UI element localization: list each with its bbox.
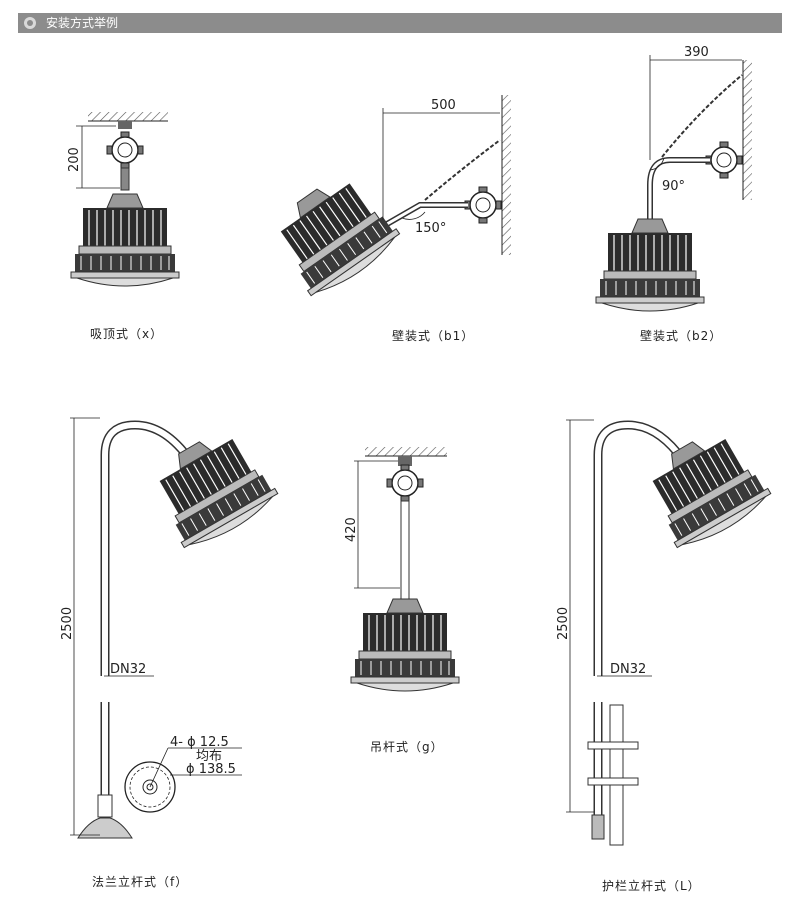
diagram-pendant-rod: 420 bbox=[344, 447, 460, 692]
section-title: 安装方式举例 bbox=[46, 16, 119, 30]
b1-angle-dim: 150° bbox=[415, 221, 446, 236]
f-dia-dim: ϕ 138.5 bbox=[186, 762, 236, 777]
b1-width-dim: 500 bbox=[431, 98, 456, 113]
b2-width-dim: 390 bbox=[684, 45, 709, 60]
diagram-wall-mount-b1: 500 150° bbox=[262, 95, 511, 303]
f-pipe-dim: DN32 bbox=[110, 662, 146, 677]
caption-wall-b1: 壁装式（b1） bbox=[392, 329, 475, 343]
L-height-dim: 2500 bbox=[556, 607, 571, 640]
g-height-dim: 420 bbox=[344, 517, 359, 542]
diagram-guardrail-pole: 2500 DN32 bbox=[556, 419, 776, 846]
caption-guardrail-pole: 护栏立杆式（L） bbox=[602, 879, 701, 893]
caption-pendant: 吊杆式（g） bbox=[370, 740, 444, 754]
f-holes-dim: 4- ϕ 12.5 bbox=[170, 735, 229, 750]
diagram-ceiling-mount: 200 bbox=[67, 112, 180, 287]
f-height-dim: 2500 bbox=[60, 607, 75, 640]
circle-bullet-icon bbox=[24, 17, 36, 29]
caption-flange-pole: 法兰立杆式（f） bbox=[92, 875, 189, 889]
diagram-flange-pole: 2500 DN32 4- ϕ 12.5 均布 ϕ 138.5 bbox=[60, 417, 283, 839]
section-header: 安装方式举例 bbox=[18, 13, 782, 33]
x-height-dim: 200 bbox=[67, 147, 82, 172]
f-even-dim: 均布 bbox=[196, 749, 222, 764]
b2-angle-dim: 90° bbox=[662, 179, 685, 194]
caption-ceiling: 吸顶式（x） bbox=[90, 327, 164, 341]
caption-wall-b2: 壁装式（b2） bbox=[640, 329, 723, 343]
L-pipe-dim: DN32 bbox=[610, 662, 646, 677]
diagram-wall-mount-b2: 390 90° bbox=[595, 45, 752, 312]
